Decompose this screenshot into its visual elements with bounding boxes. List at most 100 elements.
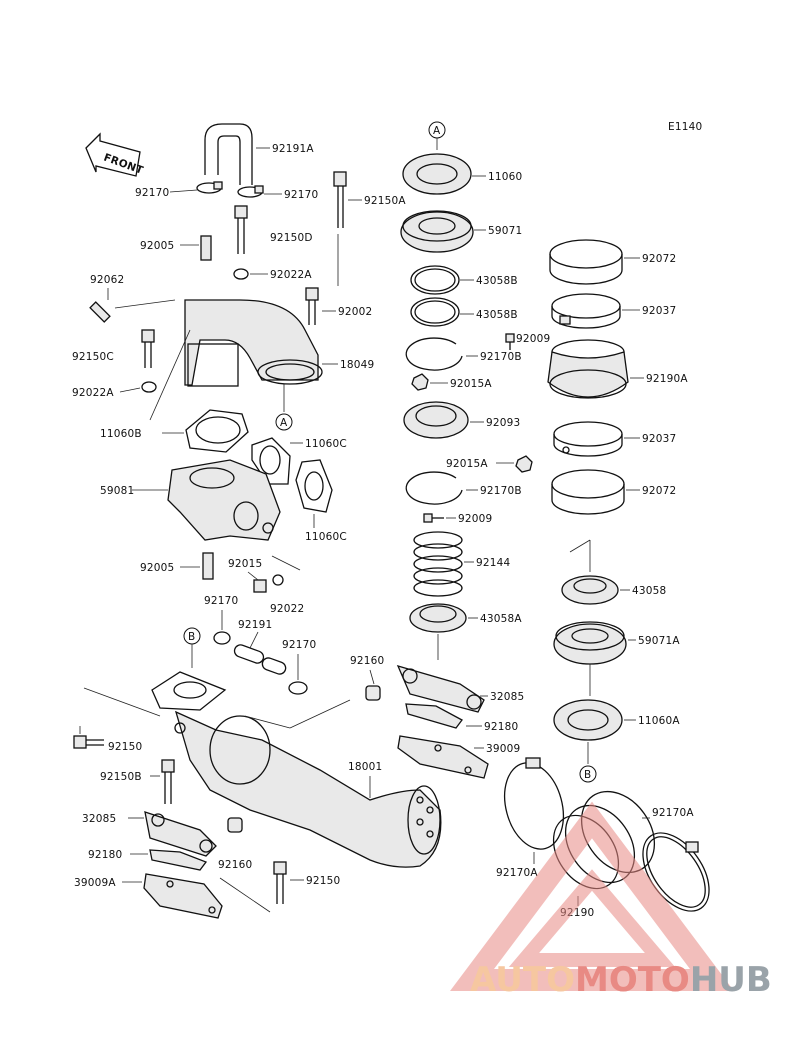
spring-92144: [413, 531, 463, 597]
label-92160-bottom: 92160: [218, 859, 252, 871]
label-92015: 92015: [228, 558, 262, 570]
label-11060c-top: 11060C: [305, 438, 347, 450]
nut-92015a-2: [515, 455, 533, 473]
gasket-11060a: [553, 699, 623, 741]
watermark-text: AUTOMOTOHUB: [470, 960, 800, 1000]
bracket-32085-left: [144, 811, 217, 857]
ref-marker-b-right: B: [579, 765, 597, 783]
label-92072-bottom: 92072: [642, 485, 676, 497]
clamp-92037-top: [551, 293, 621, 329]
label-92015a-2: 92015A: [446, 458, 488, 470]
svg-text:B: B: [584, 769, 591, 781]
label-92037-top: 92037: [642, 305, 676, 317]
screw-92009-bottom: [423, 513, 444, 523]
boot-92190a: [547, 339, 629, 399]
label-92170b-2: 92170B: [480, 485, 522, 497]
ref-marker-b-left: B: [183, 627, 201, 645]
gasket-11060c-top: [251, 437, 291, 485]
label-92022: 92022: [270, 603, 304, 615]
label-92170-left: 92170: [135, 187, 169, 199]
label-59071: 59071: [488, 225, 522, 237]
svg-text:B: B: [188, 631, 195, 643]
mount-39009: [397, 735, 489, 779]
washer-92022a-left: [141, 381, 157, 393]
muffler-18001: [151, 671, 442, 868]
clamp-92170-mid2: [288, 681, 308, 695]
seal-43058b-2: [410, 297, 460, 327]
bolt-92150d: [234, 205, 248, 254]
label-92170b-1: 92170B: [480, 351, 522, 363]
label-43058a: 43058A: [480, 613, 522, 625]
clamp-92170a-left: [504, 757, 564, 850]
fitting-92005-bottom: [202, 552, 214, 580]
plate-92180-left: [149, 849, 208, 871]
hose-92191: [233, 644, 287, 675]
plate-92180-right: [405, 703, 463, 729]
label-92170-mid2: 92170: [282, 639, 316, 651]
label-92015a-1: 92015A: [450, 378, 492, 390]
washer-92022: [272, 574, 284, 586]
washer-92022a-top: [233, 268, 249, 280]
clamp-92170a-right: [642, 832, 710, 912]
watermark-part-moto: MOTO: [574, 960, 690, 1000]
label-92072-top: 92072: [642, 253, 676, 265]
label-92144: 92144: [476, 557, 511, 569]
label-92191a: 92191A: [272, 143, 314, 155]
label-11060: 11060: [488, 171, 522, 183]
bolt-92150-left: [73, 735, 104, 749]
label-92190a: 92190A: [646, 373, 688, 385]
manifold-18049: [184, 299, 323, 387]
nut-92015: [253, 579, 267, 593]
circlip-92170b-2: [405, 471, 463, 505]
seal-43058b-1: [410, 265, 460, 295]
label-92005-top: 92005: [140, 240, 174, 252]
label-92170-mid1: 92170: [204, 595, 238, 607]
clamp-92170-top: [237, 185, 264, 198]
label-43058: 43058: [632, 585, 666, 597]
bearing-59071: [400, 210, 474, 253]
label-11060b: 11060B: [100, 428, 142, 440]
circlip-92170b-1: [405, 337, 463, 371]
clamp-92170-mid1: [213, 631, 231, 645]
label-92150c: 92150C: [72, 351, 114, 363]
label-92022a-top: 92022A: [270, 269, 312, 281]
label-92150-left: 92150: [108, 741, 142, 753]
svg-text:A: A: [280, 417, 288, 429]
front-arrow-icon: FRONT: [85, 132, 145, 177]
clamp-92170-left: [196, 181, 223, 194]
collar-92160-top: [365, 685, 381, 701]
bolt-92150c: [141, 329, 155, 368]
label-39009: 39009: [486, 743, 520, 755]
label-11060a: 11060A: [638, 715, 680, 727]
label-92037-bottom: 92037: [642, 433, 676, 445]
label-92062: 92062: [90, 274, 124, 286]
label-92170a-right: 92170A: [652, 807, 694, 819]
housing-59081: [167, 459, 281, 541]
label-32085-left: 32085: [82, 813, 116, 825]
label-59071a: 59071A: [638, 635, 680, 647]
bolt-92150b: [161, 759, 175, 804]
label-18001: 18001: [348, 761, 382, 773]
collar-92160-bottom: [227, 817, 243, 833]
gasket-11060b: [185, 409, 249, 453]
svg-text:A: A: [433, 125, 441, 137]
gasket-11060: [402, 153, 472, 195]
label-92180-left: 92180: [88, 849, 122, 861]
label-43058b-1: 43058B: [476, 275, 518, 287]
label-92150d: 92150D: [270, 232, 313, 244]
label-92150-bottom: 92150: [306, 875, 340, 887]
label-92150a: 92150A: [364, 195, 406, 207]
mount-39009a: [143, 873, 223, 919]
label-18049: 18049: [340, 359, 374, 371]
label-92180-right: 92180: [484, 721, 518, 733]
label-43058b-2: 43058B: [476, 309, 518, 321]
label-92191: 92191: [238, 619, 272, 631]
pin-92062: [89, 301, 111, 323]
label-92170a-left: 92170A: [496, 867, 538, 879]
seal-92093: [403, 401, 469, 439]
seal-43058a: [409, 603, 467, 633]
bolt-92150-bottom: [273, 861, 287, 904]
fitting-92005-top: [200, 235, 212, 261]
bracket-32085-right: [396, 664, 485, 713]
